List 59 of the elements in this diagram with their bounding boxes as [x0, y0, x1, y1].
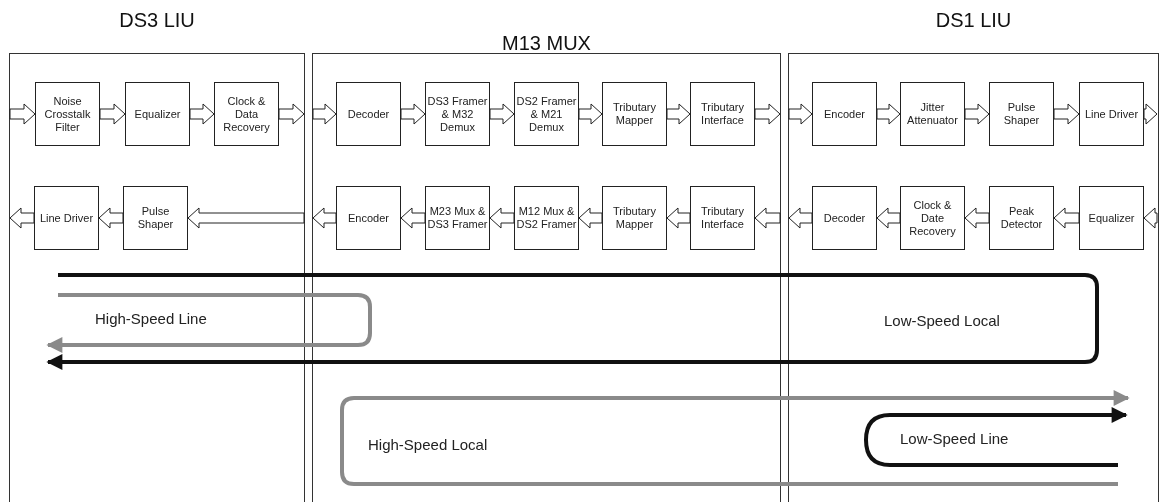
process-block: Jitter Attenuator — [900, 82, 965, 146]
process-block: Pulse Shaper — [989, 82, 1054, 146]
block-arrow — [578, 207, 603, 229]
block-arrow — [788, 207, 813, 229]
block-arrow — [964, 207, 990, 229]
block-arrow — [1053, 207, 1080, 229]
process-block: Clock & Date Recovery — [900, 186, 965, 250]
process-block: Peak Detector — [989, 186, 1054, 250]
block-arrow — [876, 207, 901, 229]
process-block: DS3 Framer & M32 Demux — [425, 82, 490, 146]
process-block: Clock & Data Recovery — [214, 82, 279, 146]
block-arrow — [578, 103, 603, 125]
block-arrow — [98, 207, 124, 229]
panel-heading: DS1 LIU — [934, 9, 1013, 32]
loopback-label: High-Speed Line — [95, 310, 207, 327]
block-arrow — [312, 103, 337, 125]
block-arrow — [666, 207, 691, 229]
block-arrow — [964, 103, 990, 125]
block-arrow — [400, 207, 426, 229]
process-block: M12 Mux & DS2 Framer — [514, 186, 579, 250]
loopback-label: Low-Speed Local — [884, 312, 1000, 329]
block-arrow — [9, 103, 36, 125]
panel-heading: M13 MUX — [501, 32, 592, 55]
process-block: Decoder — [812, 186, 877, 250]
block-arrow — [489, 103, 515, 125]
process-block: Encoder — [336, 186, 401, 250]
process-block: M23 Mux & DS3 Framer — [425, 186, 490, 250]
block-arrow — [400, 103, 426, 125]
process-block: Tributary Interface — [690, 186, 755, 250]
block-arrow — [666, 103, 691, 125]
block-arrow — [1143, 207, 1158, 229]
process-block: Encoder — [812, 82, 877, 146]
process-block: Pulse Shaper — [123, 186, 188, 250]
block-arrow — [9, 207, 35, 229]
block-arrow — [187, 207, 305, 229]
block-arrow — [754, 207, 781, 229]
loopback-label: Low-Speed Line — [900, 430, 1009, 447]
block-arrow — [1053, 103, 1080, 125]
block-arrow — [788, 103, 813, 125]
process-block: Decoder — [336, 82, 401, 146]
block-arrow — [99, 103, 126, 125]
process-block: Line Driver — [1079, 82, 1144, 146]
process-block: Tributary Interface — [690, 82, 755, 146]
process-block: Noise Crosstalk Filter — [35, 82, 100, 146]
block-arrow — [876, 103, 901, 125]
process-block: Equalizer — [125, 82, 190, 146]
loopback-label: High-Speed Local — [368, 436, 488, 453]
block-arrow — [278, 103, 305, 125]
block-arrow — [754, 103, 781, 125]
block-arrow — [312, 207, 337, 229]
panel-heading: DS3 LIU — [118, 9, 196, 32]
process-block: DS2 Framer & M21 Demux — [514, 82, 579, 146]
process-block: Tributary Mapper — [602, 82, 667, 146]
block-arrow — [189, 103, 215, 125]
process-block: Equalizer — [1079, 186, 1144, 250]
process-block: Line Driver — [34, 186, 99, 250]
block-arrow — [1143, 103, 1158, 125]
process-block: Tributary Mapper — [602, 186, 667, 250]
block-arrow — [489, 207, 515, 229]
